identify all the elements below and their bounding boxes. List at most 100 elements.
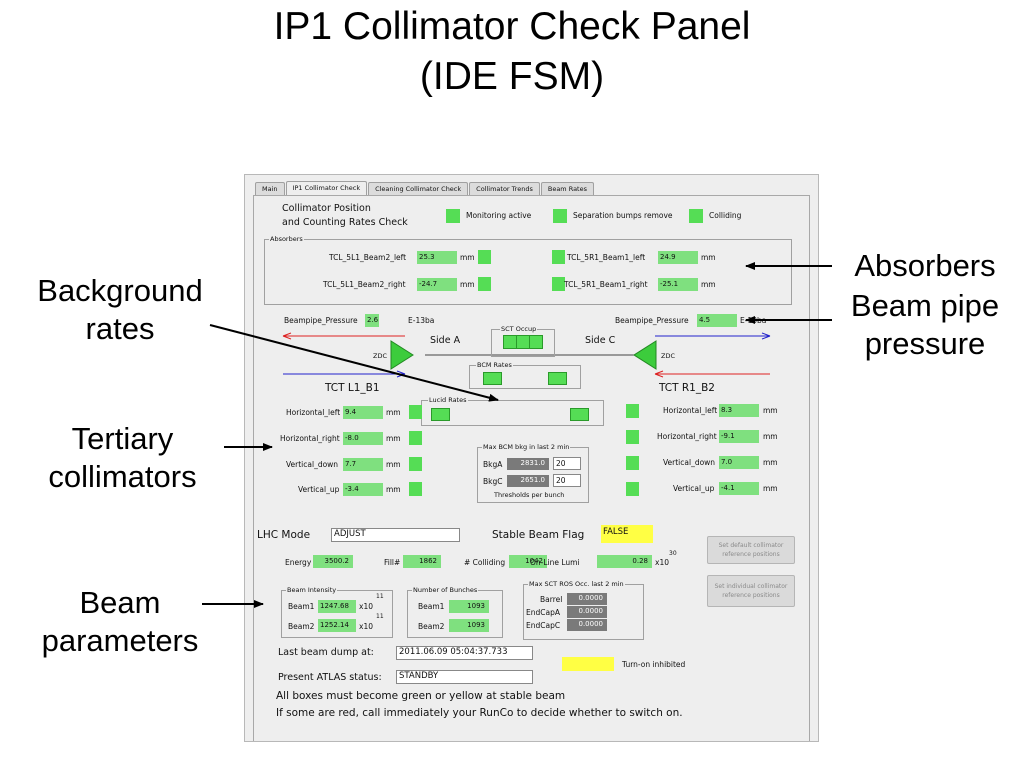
turn-on-inhibited-label: Turn-on inhibited xyxy=(622,660,686,669)
bunches-beam2-value: 1093 xyxy=(449,619,489,632)
tct-left-row2-value: 7.7 xyxy=(343,458,383,471)
side-a-label: Side A xyxy=(430,335,461,346)
beam1-arrow-right xyxy=(761,332,771,340)
bkgc-value: 2651.0 xyxy=(507,475,549,487)
tct-right-row0-value: 8.3 xyxy=(719,404,759,417)
tct-left-row3-label: Vertical_up xyxy=(298,485,340,494)
tab-collimator-trends[interactable]: Collimator Trends xyxy=(469,182,540,195)
tcl-5r1-left-unit: mm xyxy=(701,253,716,262)
tcl-5l1-left-value: 25.3 xyxy=(417,251,457,264)
beampipe-pressure-left-value: 2.6 xyxy=(365,314,379,327)
beampipe-pressure-right-value: 4.5 xyxy=(697,314,737,327)
zdc-c-triangle xyxy=(633,340,657,370)
tab-cleaning-collimator-check[interactable]: Cleaning Collimator Check xyxy=(368,182,469,195)
online-lumi-exponent: 30 xyxy=(669,550,677,557)
zdc-c-label: ZDC xyxy=(661,352,675,360)
tct-left-title: TCT L1_B1 xyxy=(325,382,380,394)
tcl-5r1-left-label: TCL_5R1_Beam1_left xyxy=(567,253,646,262)
bcm-rate-c-indicator xyxy=(548,372,567,385)
sct-barrel-label: Barrel xyxy=(540,595,563,604)
tct-right-row1-value: -9.1 xyxy=(719,430,759,443)
tct-right-row1-status xyxy=(626,430,639,444)
callout-beam-parameters: Beam parameters xyxy=(20,584,220,660)
fill-value: 1862 xyxy=(403,555,441,568)
tcl-5r1-right-status xyxy=(552,277,565,291)
tct-right-row3-status xyxy=(626,482,639,496)
turn-on-inhibited-indicator xyxy=(562,657,614,671)
tcl-5l1-left-unit: mm xyxy=(460,253,475,262)
sct-ros-group: Max SCT ROS Occ. last 2 min xyxy=(523,579,644,640)
tcl-5l1-right-unit: mm xyxy=(460,280,475,289)
stable-beam-flag-label: Stable Beam Flag xyxy=(492,529,585,541)
tct-right-row0-label: Horizontal_left xyxy=(663,406,718,415)
tab-beam-rates[interactable]: Beam Rates xyxy=(540,182,594,195)
callout-background-rates: Background rates xyxy=(20,272,220,348)
monitoring-active-label: Monitoring active xyxy=(466,211,532,220)
tct-left-row1-status xyxy=(409,431,422,445)
tcl-5r1-right-unit: mm xyxy=(701,280,716,289)
online-lumi-unit: x10 xyxy=(655,558,669,567)
beam2-arrow-right xyxy=(654,370,664,378)
intensity-beam2-value: 1252.14 xyxy=(318,619,356,632)
energy-label: Energy xyxy=(285,558,312,567)
panel-title-line2: and Counting Rates Check xyxy=(282,217,408,228)
tcl-5r1-left-status xyxy=(552,250,565,264)
monitoring-active-indicator xyxy=(446,209,460,223)
tcl-5l1-right-value: -24.7 xyxy=(417,278,457,291)
tcl-5l1-left-label: TCL_5L1_Beam2_left xyxy=(329,253,407,262)
tab-ip1-collimator-check[interactable]: IP1 Collimator Check xyxy=(285,181,368,196)
tct-right-row2-status xyxy=(626,456,639,470)
sct-barrel-value: 0.0000 xyxy=(567,593,607,605)
absorbers-group: Absorbers xyxy=(264,234,792,305)
tcl-5r1-right-value: -25.1 xyxy=(658,278,698,291)
callout-beam-params-line1: Beam xyxy=(79,585,161,620)
separation-bumps-indicator xyxy=(553,209,567,223)
colliding-label: Colliding xyxy=(709,211,742,220)
lhc-mode-value: ADJUST xyxy=(331,528,460,542)
tcl-5l1-right-label: TCL_5L1_Beam2_right xyxy=(323,280,406,289)
colliding-count-label: # Colliding xyxy=(464,558,506,567)
zdc-a-triangle xyxy=(390,340,414,370)
number-of-bunches-group: Number of Bunches xyxy=(407,585,503,638)
last-beam-dump-value: 2011.06.09 05:04:37.733 xyxy=(396,646,533,660)
online-lumi-value: 0.28 xyxy=(597,555,652,568)
tct-left-row3-unit: mm xyxy=(386,485,401,494)
tct-right-row0-status xyxy=(626,404,639,418)
bcm-rates-group: BCM Rates xyxy=(469,360,581,389)
bunches-beam2-label: Beam2 xyxy=(418,622,445,631)
bunches-beam1-label: Beam1 xyxy=(418,602,445,611)
lucid-rate-c-indicator xyxy=(570,408,589,421)
bcm-rate-a-indicator xyxy=(483,372,502,385)
atlas-status-label: Present ATLAS status: xyxy=(278,672,382,683)
bkga-label: BkgA xyxy=(483,460,503,469)
tct-left-row3-value: -3.4 xyxy=(343,483,383,496)
tct-left-row2-status xyxy=(409,457,422,471)
bkga-threshold-input[interactable]: 20 xyxy=(553,457,581,470)
sct-endcapa-label: EndCapA xyxy=(526,608,560,617)
bcm-rates-label: BCM Rates xyxy=(476,360,513,370)
callout-beam-pipe-line2: pressure xyxy=(864,326,986,361)
set-individual-collimator-button[interactable]: Set individual collimator reference posi… xyxy=(707,575,795,607)
atlas-status-value: STANDBY xyxy=(396,670,533,684)
zdc-a-label: ZDC xyxy=(373,352,387,360)
tct-right-row2-unit: mm xyxy=(763,458,778,467)
tcl-5r1-left-value: 24.9 xyxy=(658,251,698,264)
intensity-beam1-unit: x10 xyxy=(359,602,373,611)
tab-main[interactable]: Main xyxy=(255,182,285,195)
bkgc-threshold-input[interactable]: 20 xyxy=(553,474,581,487)
set-default-collimator-button[interactable]: Set default collimator reference positio… xyxy=(707,536,795,564)
collimator-check-window: Main IP1 Collimator Check Cleaning Colli… xyxy=(244,174,819,742)
bkga-value: 2831.0 xyxy=(507,458,549,470)
beam-intensity-group-label: Beam Intensity xyxy=(286,585,338,595)
sct-endcapc-label: EndCapC xyxy=(526,621,561,630)
bcm-bkg-group: Max BCM bkg in last 2 min xyxy=(477,442,589,503)
lucid-rate-a-indicator xyxy=(431,408,450,421)
arrow-background-rates xyxy=(209,324,499,402)
intensity-beam1-value: 1247.68 xyxy=(318,600,356,613)
beampipe-pressure-left-unit: E-13ba xyxy=(408,316,435,325)
callout-tertiary-collimators: Tertiary collimators xyxy=(20,420,225,496)
energy-value: 3500.2 xyxy=(313,555,353,568)
intensity-beam2-unit: x10 xyxy=(359,622,373,631)
thresholds-per-bunch-label: Thresholds per bunch xyxy=(494,491,565,499)
